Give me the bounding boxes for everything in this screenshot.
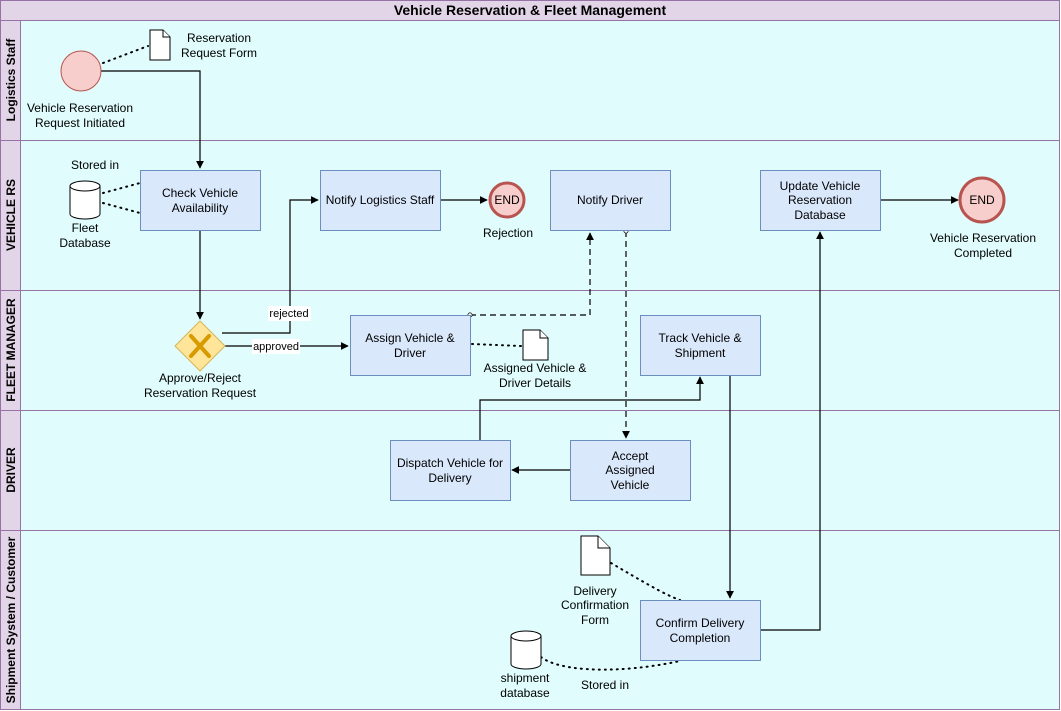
task-update-label-2: Reservation [788,193,852,207]
task-update-database: Update Vehicle Reservation Database [760,170,881,231]
connectors [101,45,959,671]
end-event-rejection: END [488,181,526,219]
task-check-label-1: Check Vehicle [162,186,238,200]
task-update-label-1: Update Vehicle [780,179,861,193]
task-dispatch-vehicle: Dispatch Vehicle for Delivery [390,440,511,501]
task-accept-label-1: Accept [612,449,649,463]
pool-title: Vehicle Reservation & Fleet Management [394,2,667,18]
doc-reservation-label-1: Reservation [187,31,251,45]
task-track-label-1: Track Vehicle & [659,331,742,345]
assoc-fleet-db-2 [102,202,141,214]
db-shipment-label-2: database [500,686,550,700]
approved-label-bg [252,339,300,354]
end-rejection-text: END [494,193,520,207]
task-notify-logistics-staff: Notify Logistics Staff [320,170,441,231]
gateway-approve-reject [174,320,226,372]
assoc-label-stored-in-fleet: Stored in [71,158,119,172]
task-assign-vehicle-driver: Assign Vehicle & Driver [350,315,471,376]
doc-assigned-label-2: Driver Details [499,376,571,390]
flow-confirm-to-update [761,231,824,631]
assoc-delivery-form [610,562,681,601]
task-assign-label-2: Driver [394,346,426,360]
end-completed-label-1: Vehicle Reservation [930,231,1036,245]
doc-reservation-label-2: Request Form [181,46,257,60]
lane-shipment-system: Shipment System / Customer [0,530,1060,710]
lane-label-shipment: Shipment System / Customer [4,536,18,703]
doc-assigned-label-1: Assigned Vehicle & [484,361,587,375]
database-icon [69,180,101,220]
task-accept-assigned-vehicle: Accept Assigned Vehicle [570,440,691,501]
task-accept-label-2: Assigned [605,463,654,477]
db-shipment-label-1: shipment [501,671,550,685]
task-assign-label-1: Assign Vehicle & [365,331,454,345]
database-icon [510,630,542,670]
task-notify-driver-label: Notify Driver [577,193,643,207]
task-notify-staff-label: Notify Logistics Staff [326,193,435,207]
message-assign-to-notify-driver [467,232,594,318]
task-check-availability: Check Vehicle Availability [140,170,261,231]
task-track-label-2: Shipment [675,346,726,360]
document-icon [149,29,171,61]
task-update-label-3: Database [794,208,846,222]
task-confirm-label-2: Completion [670,631,731,645]
flow-rejected [222,196,319,334]
assoc-start-form [102,45,149,64]
db-fleet-label-1: Fleet [72,221,99,235]
flow-dispatch-to-track [479,376,704,440]
flow-start-to-check [101,70,204,169]
end-event-completed: END [958,176,1006,224]
task-accept-label-3: Vehicle [611,478,650,492]
task-dispatch-label-2: Delivery [428,471,471,485]
flow-label-approved: approved [253,341,299,353]
gateway-x-icon [189,334,211,358]
task-confirm-delivery: Confirm Delivery Completion [640,600,761,661]
gateway-label-2: Reservation Request [144,386,257,400]
flow-label-rejected: rejected [269,308,308,320]
lane-driver: DRIVER [0,410,1060,531]
assoc-assign-details [471,343,522,347]
db-fleet-label-2: Database [59,236,111,250]
assoc-label-stored-in-shipment: Stored in [581,678,629,692]
end-rejection-label: Rejection [483,226,533,240]
task-confirm-label-1: Confirm Delivery [656,616,745,630]
task-notify-driver: Notify Driver [550,170,671,231]
task-track-vehicle-shipment: Track Vehicle & Shipment [640,315,761,376]
document-icon [580,535,611,576]
doc-delivery-label-2: Confirmation [561,598,629,612]
doc-delivery-label-1: Delivery [573,584,616,598]
start-event [60,50,102,92]
doc-delivery-label-3: Form [581,613,609,627]
start-event-label-2: Request Initiated [35,116,125,130]
lane-label-vrs: VEHICLE RS [4,179,18,251]
start-event-label-1: Vehicle Reservation [27,101,133,115]
assoc-shipment-db [540,656,681,671]
lane-label-driver: DRIVER [4,447,18,493]
rejected-label-bg [268,306,311,321]
gateway-label-1: Approve/Reject [159,371,242,385]
lane-label-logistics: Logistics Staff [4,38,18,122]
document-icon [522,329,549,361]
lane-label-fleet: FLEET MANAGER [4,298,18,402]
assoc-fleet-db-1 [102,182,141,194]
task-dispatch-label-1: Dispatch Vehicle for [397,456,503,470]
lane-logistics-staff: Logistics Staff [0,20,1060,141]
end-completed-label-2: Completed [954,246,1012,260]
end-completed-text: END [969,193,995,207]
task-check-label-2: Availability [172,201,228,215]
